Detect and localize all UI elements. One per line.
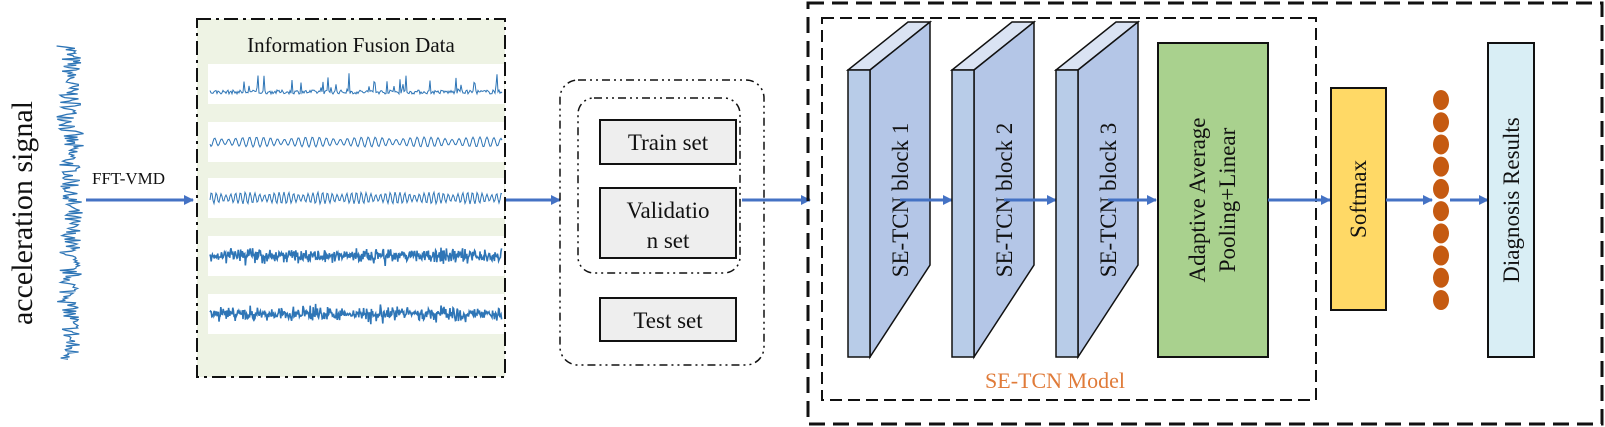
se-tcn-block-2: SE-TCN block 2: [949, 20, 1057, 360]
train-set-label: Train set: [628, 130, 709, 155]
output-node: [1433, 201, 1449, 222]
test-set-box: [599, 297, 737, 342]
validation-set-label-line1: Validatio: [626, 198, 709, 223]
train-validation-group: [577, 97, 741, 274]
se-tcn-model-box: [821, 17, 1317, 401]
train-set-box: [599, 119, 737, 165]
diagnosis-results-box: [1487, 42, 1535, 358]
acceleration-signal-waveform: [56, 45, 84, 360]
softmax-box: [1330, 87, 1387, 311]
output-node: [1433, 245, 1449, 266]
fft-vmd-label: FFT-VMD: [92, 169, 165, 188]
imf-waveform: [209, 135, 503, 149]
pipeline-outer-box: [806, 1, 1604, 426]
imf-waveform: [209, 73, 503, 96]
se-tcn-block-3: SE-TCN block 3: [1053, 20, 1157, 360]
imf-waveform: [209, 303, 503, 325]
output-node: [1433, 112, 1449, 133]
imf-waveform: [209, 247, 503, 266]
validation-set-box: [599, 187, 737, 259]
output-node: [1433, 178, 1449, 199]
output-node: [1433, 156, 1449, 177]
output-node: [1433, 223, 1449, 244]
output-node: [1433, 267, 1449, 288]
output-node: [1433, 134, 1449, 155]
validation-set-label-line2: n set: [647, 228, 690, 253]
pooling-linear-box: [1157, 42, 1269, 358]
diagnosis-results-label: Diagnosis Results: [1499, 117, 1524, 283]
information-fusion-title: Information Fusion Data: [247, 33, 455, 57]
imf-row-background: [208, 64, 504, 104]
pooling-label-line1: Adaptive Average: [1185, 118, 1210, 283]
test-set-label: Test set: [633, 308, 703, 333]
imf-waveform: [209, 190, 503, 206]
se-tcn-model-label: SE-TCN Model: [985, 368, 1125, 393]
output-node: [1433, 90, 1449, 110]
softmax-label: Softmax: [1346, 160, 1371, 238]
acceleration-signal-label: acceleration signal: [6, 101, 39, 325]
se-tcn-block-1: SE-TCN block 1: [845, 20, 953, 360]
pooling-label-line2: Pooling+Linear: [1215, 127, 1240, 272]
output-node: [1433, 290, 1449, 310]
dataset-group: [559, 79, 765, 366]
